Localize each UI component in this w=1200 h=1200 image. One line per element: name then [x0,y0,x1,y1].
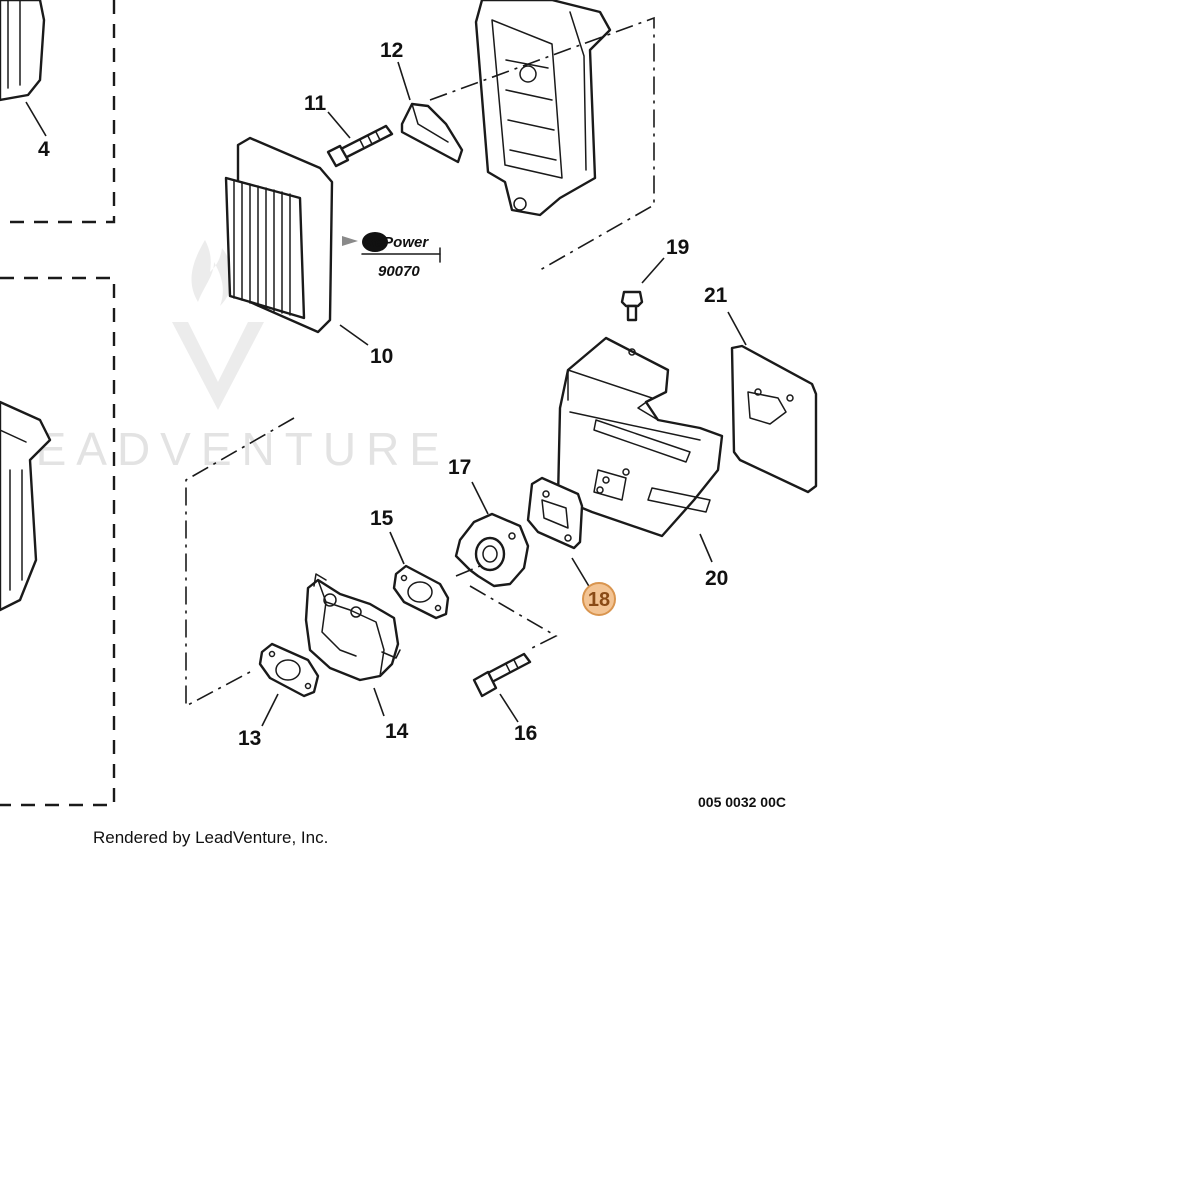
highlight-marker-18[interactable]: 18 [582,582,616,616]
part-18-gasket [526,476,591,589]
diagram-code: 005 0032 00C [698,794,786,810]
part-12-bracket: 12 [380,39,464,164]
part-17-intake-flange: 17 [448,456,530,588]
part-label-15[interactable]: 15 [370,507,394,530]
part-14-carburetor: 14 [304,573,409,743]
part-15-gasket: 15 [370,507,450,620]
part-label-13[interactable]: 13 [238,727,261,750]
leadventure-watermark: LEADVENTURE [0,240,450,475]
assembly-boundaries [0,0,116,807]
part-16-screw: 16 [472,652,537,745]
part-4-fragment: 4 [0,0,50,161]
part-label-11[interactable]: 11 [304,92,327,115]
filter-housing [474,0,612,217]
repower-logo: RePower [364,234,429,251]
housing-fragment [0,400,52,612]
part-label-14[interactable]: 14 [385,720,409,743]
repower-badge: RePower 90070 [342,232,441,280]
part-11-screw: 11 [304,92,394,168]
part-label-4[interactable]: 4 [38,138,50,161]
part-19-screw: 19 [620,236,689,322]
part-label-19[interactable]: 19 [666,236,689,259]
part-label-16[interactable]: 16 [514,722,537,745]
assembly-lines-top [429,16,655,271]
part-label-12[interactable]: 12 [380,39,403,62]
part-label-20[interactable]: 20 [705,567,728,590]
assembly-lines-bottom [185,417,558,708]
watermark-text: LEADVENTURE [0,423,450,475]
part-label-18[interactable]: 18 [588,589,610,611]
part-21-gasket: 21 [704,284,818,494]
part-10-air-filter: 10 [224,136,393,368]
render-attribution: Rendered by LeadVenture, Inc. [93,828,328,847]
part-13-gasket: 13 [238,642,320,750]
part-label-10[interactable]: 10 [370,345,393,368]
repower-code: 90070 [378,263,420,280]
part-label-21[interactable]: 21 [704,284,728,307]
part-label-17[interactable]: 17 [448,456,471,479]
part-20-heat-shield: 20 [556,336,728,590]
